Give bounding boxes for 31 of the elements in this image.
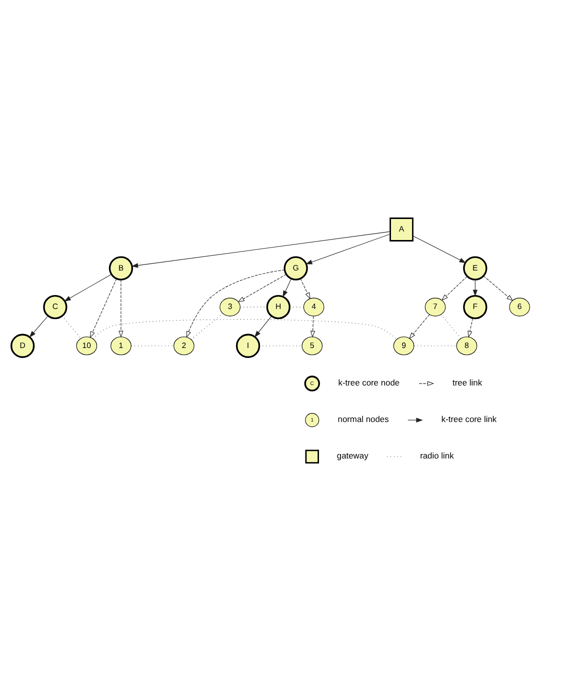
connector — [440, 314, 462, 338]
legend-label: radio link — [420, 450, 454, 460]
arrow — [468, 317, 474, 338]
arrow — [118, 278, 124, 338]
arrow — [310, 315, 316, 338]
connector — [414, 345, 457, 346]
arrow — [408, 314, 430, 339]
arrow — [412, 235, 466, 263]
arrow — [238, 274, 287, 302]
connector — [240, 306, 268, 307]
legend-label: gateway — [336, 450, 368, 460]
arrow — [90, 278, 117, 338]
connector — [62, 315, 82, 338]
arrow — [131, 230, 390, 268]
arrow — [300, 278, 310, 299]
arrow — [441, 276, 468, 300]
legend-label: normal nodes — [338, 414, 389, 424]
arrow — [282, 278, 292, 297]
arrow — [29, 315, 48, 338]
connector — [259, 345, 302, 346]
arrow — [472, 278, 478, 296]
legend-label: k-tree core node — [338, 377, 400, 388]
legend-label: tree link — [452, 377, 482, 388]
connector — [289, 306, 304, 307]
arrow — [186, 269, 285, 338]
arrow — [254, 315, 272, 337]
legend-label: k-tree core link — [441, 414, 497, 424]
arrow — [305, 233, 390, 264]
connector — [92, 318, 398, 340]
arrow — [483, 275, 514, 301]
arrow — [64, 274, 112, 301]
